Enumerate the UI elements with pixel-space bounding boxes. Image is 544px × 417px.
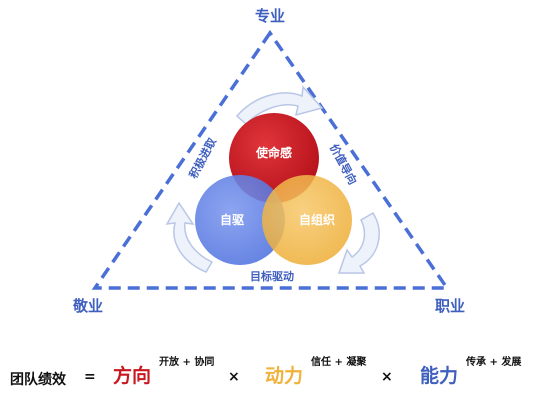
triangle-diagram: 专业 敬业 职业 积极进取 价值导向 目标驱动 使命感 自驱 自组织 [72,7,465,315]
edge-label-right: 价值导向 [327,141,360,186]
formula-lhs: 团队绩效 [10,372,66,388]
edge-label-bottom: 目标驱动 [250,269,294,283]
term-capability-sup: 传承 + 发展 [466,357,522,368]
performance-formula: 团队绩效 = 方向 开放 + 协同 × 动力 信任 + 凝聚 × 能力 传承 +… [0,345,544,405]
arrow-right-down [337,211,380,274]
edge-label-left: 积极进取 [186,135,219,180]
times-1: × [228,369,240,385]
formula-equals: = [84,369,96,385]
corner-label-top: 专业 [255,7,285,25]
times-2: × [381,369,393,385]
dashed-triangle [91,29,451,290]
term-direction: 方向 [113,365,152,387]
circle-self-organize [262,175,352,265]
circle-label-mission: 使命感 [255,145,292,160]
circle-label-self-organize: 自组织 [299,212,335,227]
corner-label-right: 职业 [435,297,465,315]
term-motivation-sup: 信任 + 凝聚 [311,357,367,368]
corner-label-left: 敬业 [72,297,103,315]
arrow-left-up [165,201,214,273]
term-motivation: 动力 [265,365,304,387]
term-capability: 能力 [420,365,459,387]
circle-label-self-drive: 自驱 [220,212,244,227]
arrow-top-right [235,85,324,126]
circle-self-drive [195,175,285,265]
term-direction-sup: 开放 + 协同 [159,357,215,368]
